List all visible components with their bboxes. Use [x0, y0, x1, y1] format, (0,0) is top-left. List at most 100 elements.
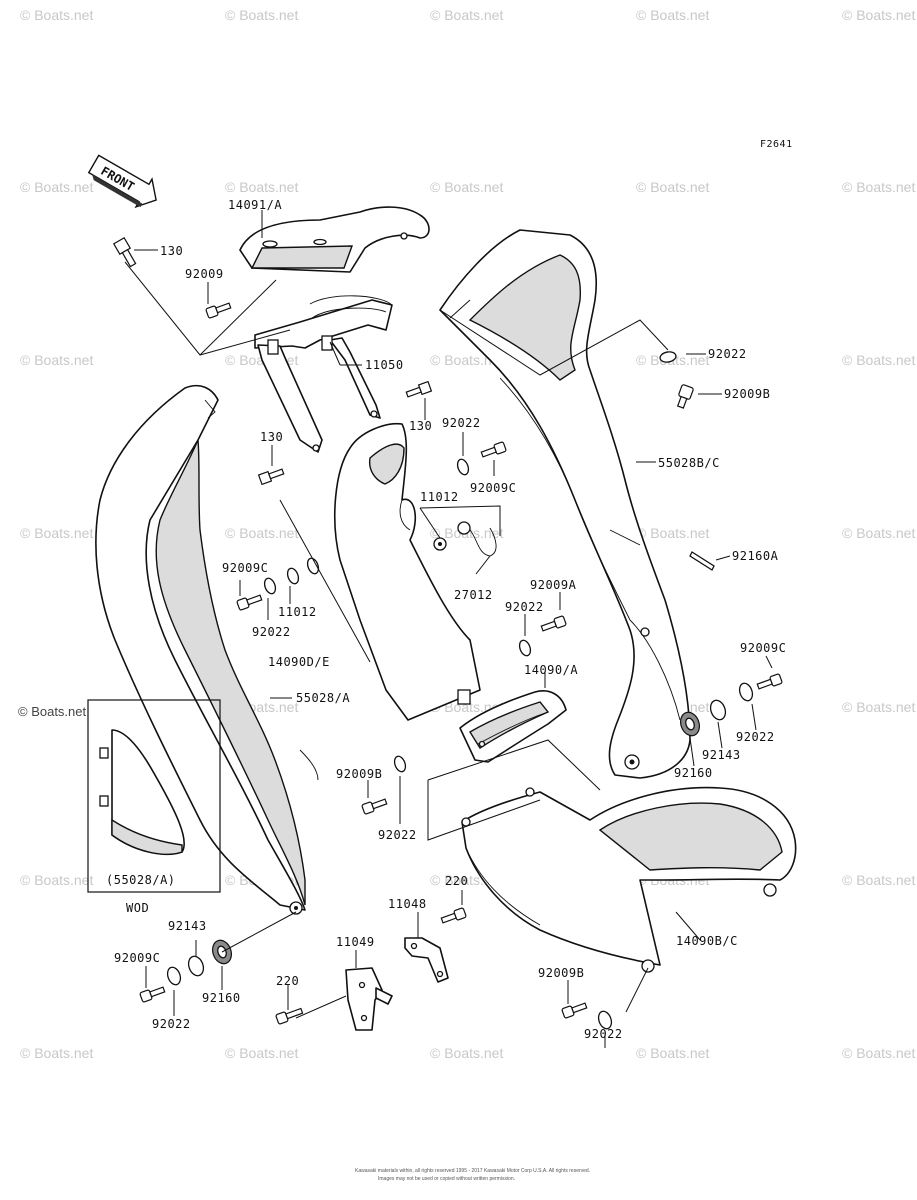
- bolt-icon: [405, 380, 433, 398]
- part-14090a-guard: [459, 690, 567, 763]
- watermark: © Boats.net: [225, 179, 298, 195]
- washer-icon: [738, 682, 754, 702]
- part-number: 14090B/C: [676, 934, 738, 948]
- watermark: © Boats.net: [636, 1045, 709, 1061]
- bolt-icon: [361, 798, 388, 815]
- part-14090bc-lower-cover: [461, 786, 797, 973]
- watermark: © Boats.net: [225, 7, 298, 23]
- watermark: © Boats.net: [842, 1045, 915, 1061]
- part-number: 92009: [185, 267, 224, 281]
- part-number: 130: [160, 244, 183, 258]
- part-number: 92009B: [724, 387, 770, 401]
- part-number: 92009C: [222, 561, 268, 575]
- part-labels: 14091/A 130 92009 11050 130 130 92022 92…: [114, 198, 786, 1041]
- grommet-icon: [709, 699, 727, 721]
- part-number: 92009C: [470, 481, 516, 495]
- part-number: 92160: [202, 991, 241, 1005]
- part-number: 92022: [152, 1017, 191, 1031]
- washer-icon: [166, 966, 182, 986]
- bolt-icon: [257, 468, 285, 486]
- part-number: 92009B: [336, 767, 382, 781]
- part-27012-strap: [433, 521, 497, 557]
- bolt-icon: [236, 594, 263, 611]
- watermark: © Boats.net: [20, 1045, 93, 1061]
- part-number: 11012: [278, 605, 317, 619]
- part-number: 14091/A: [228, 198, 282, 212]
- part-number: 27012: [454, 588, 493, 602]
- watermark: © Boats.net: [20, 7, 93, 23]
- bolt-icon: [676, 384, 694, 409]
- part-number: 92022: [442, 416, 481, 430]
- watermark: © Boats.net: [842, 352, 915, 368]
- part-55028a-side-cover: [95, 384, 319, 915]
- washer-icon: [659, 351, 677, 363]
- part-number: 92022: [505, 600, 544, 614]
- part-number: 11012: [420, 490, 459, 504]
- inset-box: © Boats.net (55028/A) WOD: [18, 699, 221, 915]
- watermark: © Boats.net: [842, 872, 915, 888]
- watermark: © Boats.net: [842, 179, 915, 195]
- bolt-icon: [540, 615, 567, 632]
- part-number: 92009A: [530, 578, 577, 592]
- inset-note: WOD: [126, 901, 149, 915]
- watermark: © Boats.net: [20, 525, 93, 541]
- watermark: © Boats.net: [20, 352, 93, 368]
- washer-icon: [306, 557, 320, 575]
- bolt-icon: [139, 986, 166, 1003]
- part-number: 55028B/C: [658, 456, 720, 470]
- bolt-icon: [440, 907, 467, 924]
- part-14090de-panel: [334, 423, 481, 721]
- part-number: 130: [409, 419, 432, 433]
- watermark: © Boats.net: [636, 179, 709, 195]
- part-number: 55028/A: [296, 691, 350, 705]
- part-number: 220: [276, 974, 299, 988]
- part-number: 11048: [388, 897, 427, 911]
- footer-line-1: Kawasaki materials within, all rights re…: [355, 1168, 590, 1174]
- inset-caption: (55028/A): [106, 873, 176, 887]
- washer-icon: [393, 755, 407, 773]
- watermark: © Boats.net: [430, 179, 503, 195]
- part-number: 11049: [336, 935, 375, 949]
- front-arrow-icon: FRONT: [87, 154, 157, 209]
- watermark: © Boats.net: [430, 1045, 503, 1061]
- watermark: © Boats.net: [636, 525, 709, 541]
- part-number: 92143: [168, 919, 207, 933]
- part-number: 11050: [365, 358, 404, 372]
- part-55028bc-side-cover: [439, 229, 691, 779]
- washer-icon: [456, 458, 470, 476]
- part-number: 92009C: [740, 641, 786, 655]
- watermark: © Boats.net: [20, 872, 93, 888]
- bolt-icon: [112, 236, 137, 268]
- watermark: © Boats.net: [842, 699, 915, 715]
- hardware: [112, 236, 783, 1030]
- bolt-icon: [756, 673, 783, 690]
- part-number: 92022: [736, 730, 775, 744]
- watermark: © Boats.net: [842, 7, 915, 23]
- bolt-icon: [561, 1002, 588, 1019]
- diagram-code: F2641: [760, 139, 793, 150]
- part-number: 92022: [378, 828, 417, 842]
- bolt-icon: [275, 1007, 304, 1025]
- watermark: © Boats.net: [225, 1045, 298, 1061]
- part-number: 14090D/E: [268, 655, 330, 669]
- washer-icon: [518, 639, 532, 657]
- part-number: 92160: [674, 766, 713, 780]
- part-number: 92009C: [114, 951, 160, 965]
- bolt-icon: [480, 441, 507, 458]
- part-number: 14090/A: [524, 663, 578, 677]
- part-number: 92143: [702, 748, 741, 762]
- part-number: 92009B: [538, 966, 584, 980]
- watermark: © Boats.net: [225, 525, 298, 541]
- watermark: © Boats.net: [842, 525, 915, 541]
- part-number: 220: [445, 874, 468, 888]
- watermark: © Boats.net: [430, 7, 503, 23]
- part-number: 130: [260, 430, 283, 444]
- footer: Kawasaki materials within, all rights re…: [355, 1168, 590, 1182]
- watermark: © Boats.net: [636, 7, 709, 23]
- washer-icon: [286, 567, 300, 585]
- part-11049-bracket: [345, 967, 393, 1031]
- grommet-icon: [187, 955, 205, 977]
- inset-watermark: © Boats.net: [18, 704, 87, 719]
- washer-icon: [263, 577, 277, 595]
